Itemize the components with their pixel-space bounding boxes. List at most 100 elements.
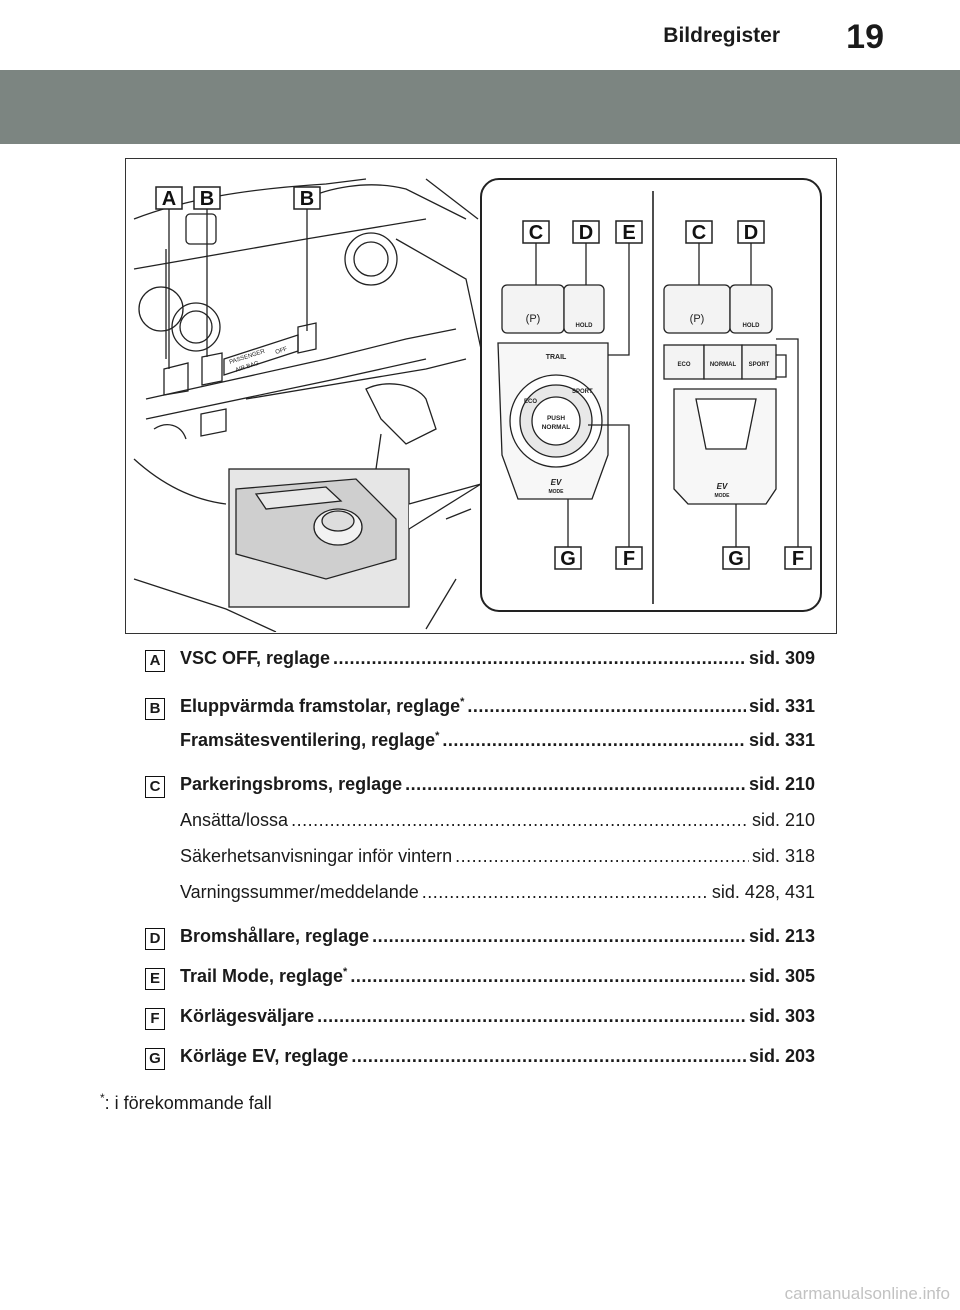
hold-label-2: HOLD — [743, 323, 761, 329]
leader-dots — [317, 1006, 746, 1027]
leader-dots — [372, 926, 746, 947]
entry-title-text: Framsätesventilering, reglage — [180, 730, 436, 750]
index-entry: B Eluppvärmda framstolar, reglage* sid. 33… — [145, 696, 825, 734]
entry-title-text: Varningssummer/meddelande — [180, 882, 419, 902]
ev-label-1: EV — [551, 478, 562, 487]
callout-e: E — [622, 222, 635, 244]
entry-page-ref: sid. 331 — [748, 696, 815, 716]
entry-title: Körlägesväljare — [180, 1006, 314, 1027]
entry-title: Framsätesventilering, reglage* — [180, 730, 439, 751]
entry-title-text: Bromshållare, reglage — [180, 926, 370, 946]
entry-title-text: Ansätta/lossa — [180, 810, 289, 830]
index-entry: D Bromshållare, reglage sid. 213 — [145, 926, 825, 964]
leader-dots — [422, 882, 709, 903]
index-entry: F Körlägesväljare sid. 303 — [145, 1006, 825, 1044]
callout-d-1: D — [579, 222, 593, 244]
mode-label-2: MODE — [715, 493, 731, 499]
leader-dots — [455, 846, 749, 867]
entry-footnote-mark: * — [460, 696, 465, 708]
callout-g-2: G — [728, 548, 744, 570]
console-illustration: A B B PASSENGER AIR BAG OFF C D E C D — [125, 158, 837, 634]
footnote-text: : i förekommande fall — [104, 1093, 272, 1113]
leader-dots — [467, 696, 746, 717]
switch-detail-panel: C D E C D (P) HOLD TRAIL ECO SPORT PUSH … — [480, 178, 822, 612]
entry-badge: E — [145, 968, 165, 990]
eco-dial-label: ECO — [524, 399, 537, 405]
leader-dots — [291, 810, 749, 831]
index-entry: E Trail Mode, reglage* sid. 305 — [145, 966, 825, 1004]
index-entry: G Körläge EV, reglage sid. 203 — [145, 1046, 825, 1084]
entry-badge: B — [145, 698, 165, 720]
left-callouts: A B B — [155, 186, 321, 369]
entry-title-text: Körläge EV, reglage — [180, 1046, 349, 1066]
leader-dots — [333, 648, 746, 669]
leader-dots — [351, 1046, 746, 1067]
entry-badge: F — [145, 1008, 165, 1030]
leader-dots — [405, 774, 746, 795]
normal-dial-label: NORMAL — [542, 424, 571, 431]
entry-title-text: Säkerhetsanvisningar inför vintern — [180, 846, 453, 866]
footnote: *: i förekommande fall — [100, 1092, 272, 1114]
callout-c-1: C — [529, 222, 543, 244]
sport-dial-label: SPORT — [572, 389, 593, 395]
entry-badge: C — [145, 776, 165, 798]
trail-label: TRAIL — [546, 354, 567, 361]
entry-page-ref: sid. 210 — [748, 774, 815, 794]
callout-b-1: B — [200, 188, 214, 210]
entry-page-ref: sid. 210 — [751, 810, 815, 830]
entry-title: VSC OFF, reglage — [180, 648, 330, 669]
entry-page-ref: sid. 331 — [748, 730, 815, 750]
entry-title: Varningssummer/meddelande — [180, 882, 419, 903]
leader-dots — [350, 966, 746, 987]
entry-page-ref: sid. 203 — [748, 1046, 815, 1066]
callout-c-2: C — [692, 222, 706, 244]
park-brake-symbol: (P) — [526, 313, 541, 325]
ev-label-2: EV — [717, 482, 728, 491]
callout-f-2: F — [792, 548, 804, 570]
entry-page-ref: sid. 305 — [748, 966, 815, 986]
index-entry: C Parkeringsbroms, reglage sid. 210 — [145, 774, 825, 812]
entry-page-ref: sid. 318 — [751, 846, 815, 866]
header-band — [0, 70, 960, 144]
entry-page-ref: sid. 303 — [748, 1006, 815, 1026]
entry-title-text: Eluppvärmda framstolar, reglage — [180, 696, 461, 716]
park-brake-symbol-2: (P) — [690, 313, 705, 325]
watermark: carmanualsonline.info — [784, 1284, 950, 1303]
normal-button-label: NORMAL — [710, 362, 737, 368]
entry-title: Parkeringsbroms, reglage — [180, 774, 402, 795]
entry-page-ref: sid. 428, 431 — [711, 882, 815, 902]
page-header: Bildregister 19 — [0, 0, 960, 60]
callout-a: A — [162, 188, 176, 210]
console-drawing — [133, 178, 482, 632]
entry-title: Säkerhetsanvisningar inför vintern — [180, 846, 452, 867]
push-label: PUSH — [547, 415, 565, 422]
entry-badge: G — [145, 1048, 165, 1070]
callout-g-1: G — [560, 548, 576, 570]
callout-b-2: B — [300, 188, 314, 210]
index-entry: Varningssummer/meddelande sid. 428, 431 — [145, 882, 825, 918]
entry-badge: D — [145, 928, 165, 950]
entry-title: Eluppvärmda framstolar, reglage* — [180, 696, 464, 717]
entry-title-text: VSC OFF, reglage — [180, 648, 331, 668]
entry-title: Trail Mode, reglage* — [180, 966, 347, 987]
index-entry: Ansätta/lossa sid. 210 — [145, 810, 825, 846]
hold-label-1: HOLD — [576, 323, 594, 329]
index-entry: Säkerhetsanvisningar inför vintern sid. 3… — [145, 846, 825, 882]
entry-title: Körläge EV, reglage — [180, 1046, 348, 1067]
section-title: Bildregister — [663, 24, 780, 47]
shifter-inset — [228, 468, 482, 608]
mode-label-1: MODE — [549, 489, 565, 495]
entry-page-ref: sid. 213 — [748, 926, 815, 946]
sport-button-label: SPORT — [749, 362, 770, 368]
page-number: 19 — [846, 18, 884, 56]
entry-title: Ansätta/lossa — [180, 810, 288, 831]
airbag-off-label: OFF — [275, 346, 289, 356]
entry-footnote-mark: * — [435, 730, 440, 742]
entry-title-text: Parkeringsbroms, reglage — [180, 774, 403, 794]
entry-page-ref: sid. 309 — [748, 648, 815, 668]
entry-badge: A — [145, 650, 165, 672]
index-entry: Framsätesventilering, reglage* sid. 331 — [145, 730, 825, 768]
entry-title: Bromshållare, reglage — [180, 926, 369, 947]
callout-d-2: D — [744, 222, 758, 244]
